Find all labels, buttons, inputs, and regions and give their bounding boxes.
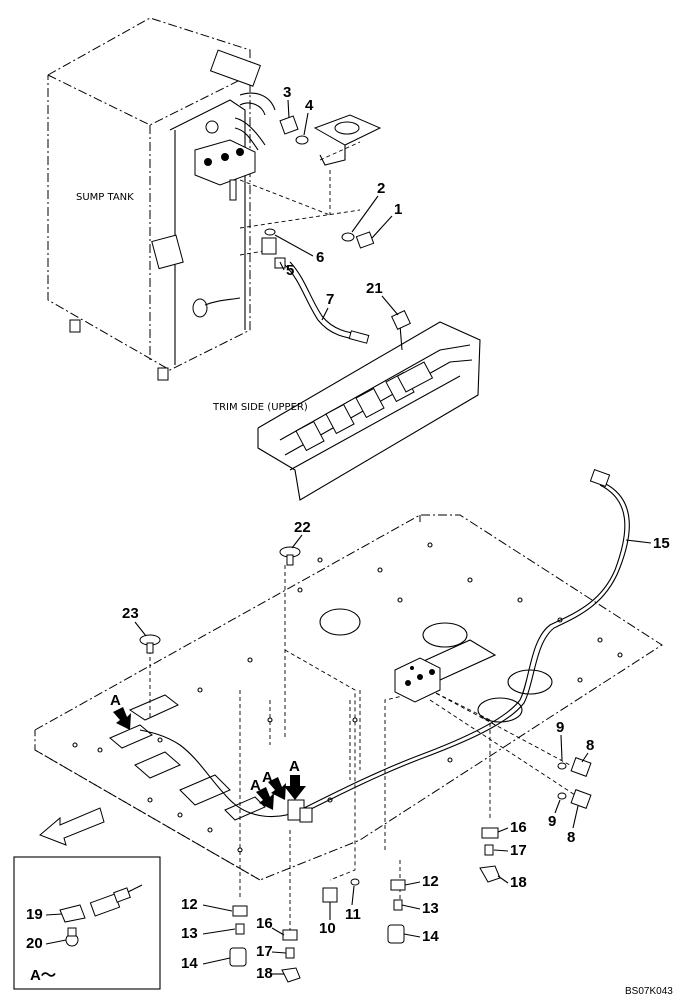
tank-guide-lines — [239, 141, 361, 256]
trim-side-label: TRIM SIDE (UPPER) — [212, 402, 308, 413]
callout-22: 22 — [294, 519, 311, 536]
callout-12a: 12 — [181, 896, 198, 913]
callout-14b: 14 — [422, 928, 439, 945]
valve-block — [394, 657, 441, 703]
callout-14a: 14 — [181, 955, 198, 972]
hose-7 — [284, 261, 370, 344]
callout-20: 20 — [26, 935, 43, 952]
callout-numbers: 1 2 3 4 5 6 7 8 8 9 9 10 11 12 12 13 13 … — [26, 84, 670, 982]
callout-23: 23 — [122, 605, 139, 622]
view-a-arrows: A A A A — [39, 692, 306, 846]
detail-a-inset: A～ — [13, 856, 161, 990]
callout-2: 2 — [377, 180, 385, 197]
callout-9a: 9 — [556, 719, 564, 736]
callout-16b: 16 — [256, 915, 273, 932]
arrow-a-label-2: A — [250, 777, 261, 794]
callout-5: 5 — [286, 262, 294, 279]
callout-21: 21 — [366, 280, 383, 297]
callout-3: 3 — [283, 84, 291, 101]
small-parts — [139, 546, 592, 983]
callout-11: 11 — [345, 906, 361, 923]
callout-16a: 16 — [510, 819, 527, 836]
arrow-a-label-1: A — [110, 692, 121, 709]
callout-8b: 8 — [567, 829, 575, 846]
floor-guide-lines — [149, 565, 576, 930]
callout-6: 6 — [316, 249, 324, 266]
callout-10: 10 — [319, 920, 336, 937]
callout-13a: 13 — [181, 925, 198, 942]
callout-18a: 18 — [510, 874, 527, 891]
trim-side-upper: TRIM SIDE (UPPER) — [212, 310, 481, 501]
detail-a-label: A～ — [30, 967, 56, 984]
callout-13b: 13 — [422, 900, 439, 917]
callout-18b: 18 — [256, 965, 273, 982]
callout-1: 1 — [394, 201, 402, 218]
callout-9b: 9 — [548, 813, 556, 830]
callout-19: 19 — [26, 906, 43, 923]
callout-15: 15 — [653, 535, 670, 552]
drawing-code: BS07K043 — [625, 986, 673, 997]
callout-7: 7 — [326, 291, 334, 308]
callout-12b: 12 — [422, 873, 439, 890]
callout-4: 4 — [305, 97, 314, 114]
floor-plate — [34, 514, 663, 881]
callout-8a: 8 — [586, 737, 594, 754]
arrow-a-label-3: A — [262, 769, 273, 786]
callout-17a: 17 — [510, 842, 527, 859]
tank-fittings — [261, 114, 382, 269]
harness-15 — [139, 468, 630, 823]
arrow-a-label-4: A — [289, 758, 300, 775]
sump-tank-label: SUMP TANK — [76, 192, 134, 203]
sump-tank: SUMP TANK — [47, 17, 276, 381]
callout-17b: 17 — [256, 943, 273, 960]
